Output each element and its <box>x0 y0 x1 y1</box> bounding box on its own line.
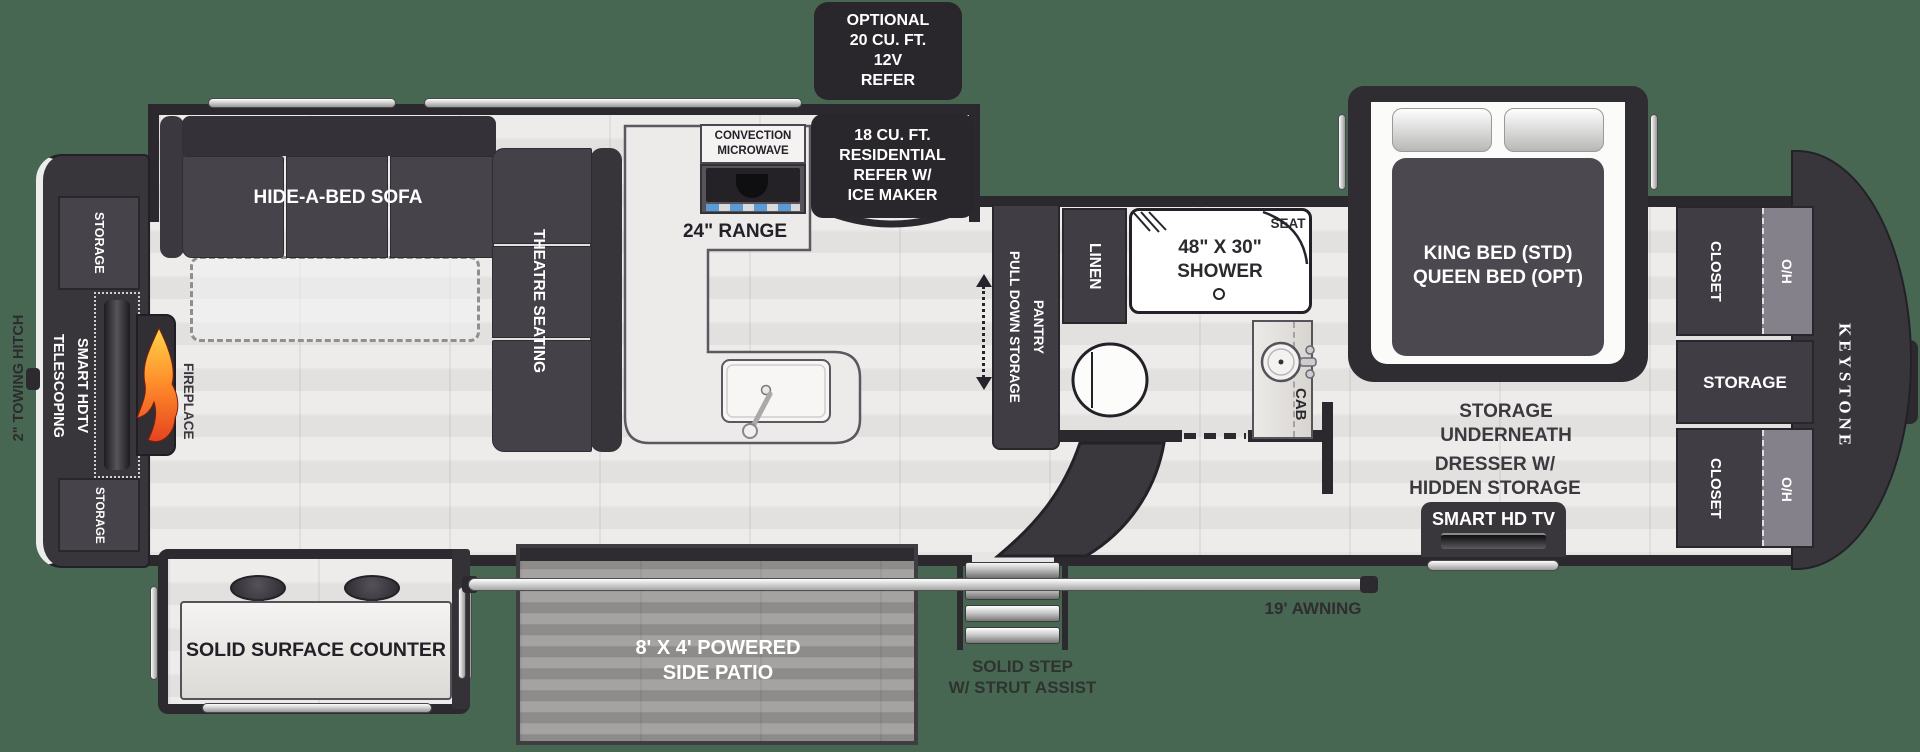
range-label: 24" RANGE <box>682 221 788 242</box>
microwave-label-box <box>700 124 806 164</box>
pantry-arrow-down <box>976 377 992 390</box>
sofa-seat-1 <box>182 156 284 258</box>
closet-top-label: CLOSET <box>1707 240 1724 302</box>
shower <box>1129 208 1312 314</box>
bed-slide-handle-right <box>1650 114 1658 190</box>
microwave-unit <box>700 164 806 214</box>
bedroom-tv-screen <box>1441 533 1546 549</box>
staircase <box>993 441 1166 558</box>
pantry-label: PULL DOWN STORAGE PANTRY <box>1007 251 1046 403</box>
closet-top-oh-label: O/H <box>1779 258 1795 284</box>
closet-bottom-oh-strip <box>1762 430 1812 546</box>
rear-tv-screen <box>104 300 130 470</box>
counter-slide-handle-left <box>150 586 158 680</box>
microwave-label: CONVECTION MICROWAVE <box>714 130 792 157</box>
rear-storage-bottom <box>58 478 140 552</box>
step-tread-3 <box>965 605 1060 622</box>
step-tread-4 <box>965 627 1060 644</box>
bed-pillow-left <box>1392 108 1492 152</box>
solid-surface-counter <box>180 601 452 700</box>
bed-duvet <box>1392 158 1604 356</box>
bath-wall-left <box>1058 430 1182 442</box>
closet-bottom-oh-label: O/H <box>1779 476 1795 502</box>
linen-label: LINEN <box>1086 242 1103 290</box>
optional-refer-callout: OPTIONAL 20 CU. FT. 12V REFER <box>814 2 962 100</box>
bar-stool-2 <box>344 575 400 601</box>
storage-front <box>1676 340 1814 424</box>
theatre-seat-2 <box>492 246 592 338</box>
theatre-seat-1 <box>492 148 592 244</box>
pantry <box>992 204 1060 450</box>
kitchen-sink <box>721 359 831 423</box>
theatre-back <box>590 148 622 452</box>
bath-vanity-edge <box>1293 322 1295 437</box>
microwave-vents <box>706 204 800 211</box>
closet-top-oh-strip <box>1762 208 1812 334</box>
toilet <box>1071 342 1149 418</box>
rear-storage-top-label: STORAGE <box>92 212 106 274</box>
sofa-arm-left <box>160 116 184 258</box>
pantry-arrow-line <box>982 286 985 378</box>
optional-refer-label: OPTIONAL 20 CU. FT. 12V REFER <box>846 12 930 89</box>
shower-label: 48" X 30" SHOWER <box>1177 237 1263 282</box>
refer-label: 18 CU. FT. RESIDENTIAL REFER W/ ICE MAKE… <box>839 127 946 204</box>
bedroom-wall-handle <box>1427 560 1559 571</box>
storage-underneath-label: STORAGE UNDERNEATH <box>1440 401 1572 446</box>
bed-slide-handle-left <box>1338 114 1346 190</box>
rear-storage-top <box>58 196 140 290</box>
bed-pillow-right <box>1504 108 1604 152</box>
sofa-seat-2 <box>286 156 388 258</box>
theatre-seat-3 <box>492 340 592 452</box>
side-patio-hinge <box>520 548 914 561</box>
cab-label: CAB <box>1292 387 1309 421</box>
theatre-label: THEATRE SEATING <box>530 228 547 374</box>
rear-storage-bottom-label: STORAGE <box>93 486 105 544</box>
rear-tv-label: TELESCOPING SMART HDTV <box>50 334 90 438</box>
shower-drain <box>1213 288 1225 300</box>
patio-label: 8' X 4' POWERED SIDE PATIO <box>635 637 801 684</box>
shower-seat-line <box>1262 210 1309 265</box>
closet-bottom-label: CLOSET <box>1707 457 1724 519</box>
fireplace-label: FIREPLACE <box>181 362 196 440</box>
awning-cap-right <box>1360 576 1378 593</box>
hitch-knob <box>26 368 40 390</box>
bedroom-tv-label: SMART HD TV <box>1432 509 1555 529</box>
counter-slide-handle-bottom <box>202 703 432 713</box>
flame-icon <box>136 326 179 442</box>
awning-label: 19' AWNING <box>1264 599 1362 618</box>
sofa-seat-3 <box>390 156 494 258</box>
dresser-label: DRESSER W/ HIDDEN STORAGE <box>1409 454 1581 499</box>
pantry-arrow-up <box>976 274 992 287</box>
slide-topper-right <box>424 98 802 108</box>
sofa-label: HIDE-A-BED SOFA <box>253 187 423 208</box>
shower-hatch <box>1133 211 1167 233</box>
storage-front-label: STORAGE <box>1703 373 1787 392</box>
bedroom-half-wall <box>1322 402 1333 494</box>
linen-cabinet <box>1062 208 1127 324</box>
brand-label: KEYSTONE <box>1835 322 1855 450</box>
bath-faucet <box>1299 345 1317 379</box>
sofa-back <box>182 116 496 156</box>
bed-label: KING BED (STD) QUEEN BED (OPT) <box>1413 243 1583 288</box>
bath-pocket-door <box>1184 433 1246 439</box>
refer-callout: 18 CU. FT. RESIDENTIAL REFER W/ ICE MAKE… <box>811 114 974 218</box>
solid-step-label: SOLID STEP W/ STRUT ASSIST <box>948 657 1097 698</box>
slide-topper-left <box>208 98 396 108</box>
counter-label: SOLID SURFACE COUNTER <box>185 639 446 661</box>
